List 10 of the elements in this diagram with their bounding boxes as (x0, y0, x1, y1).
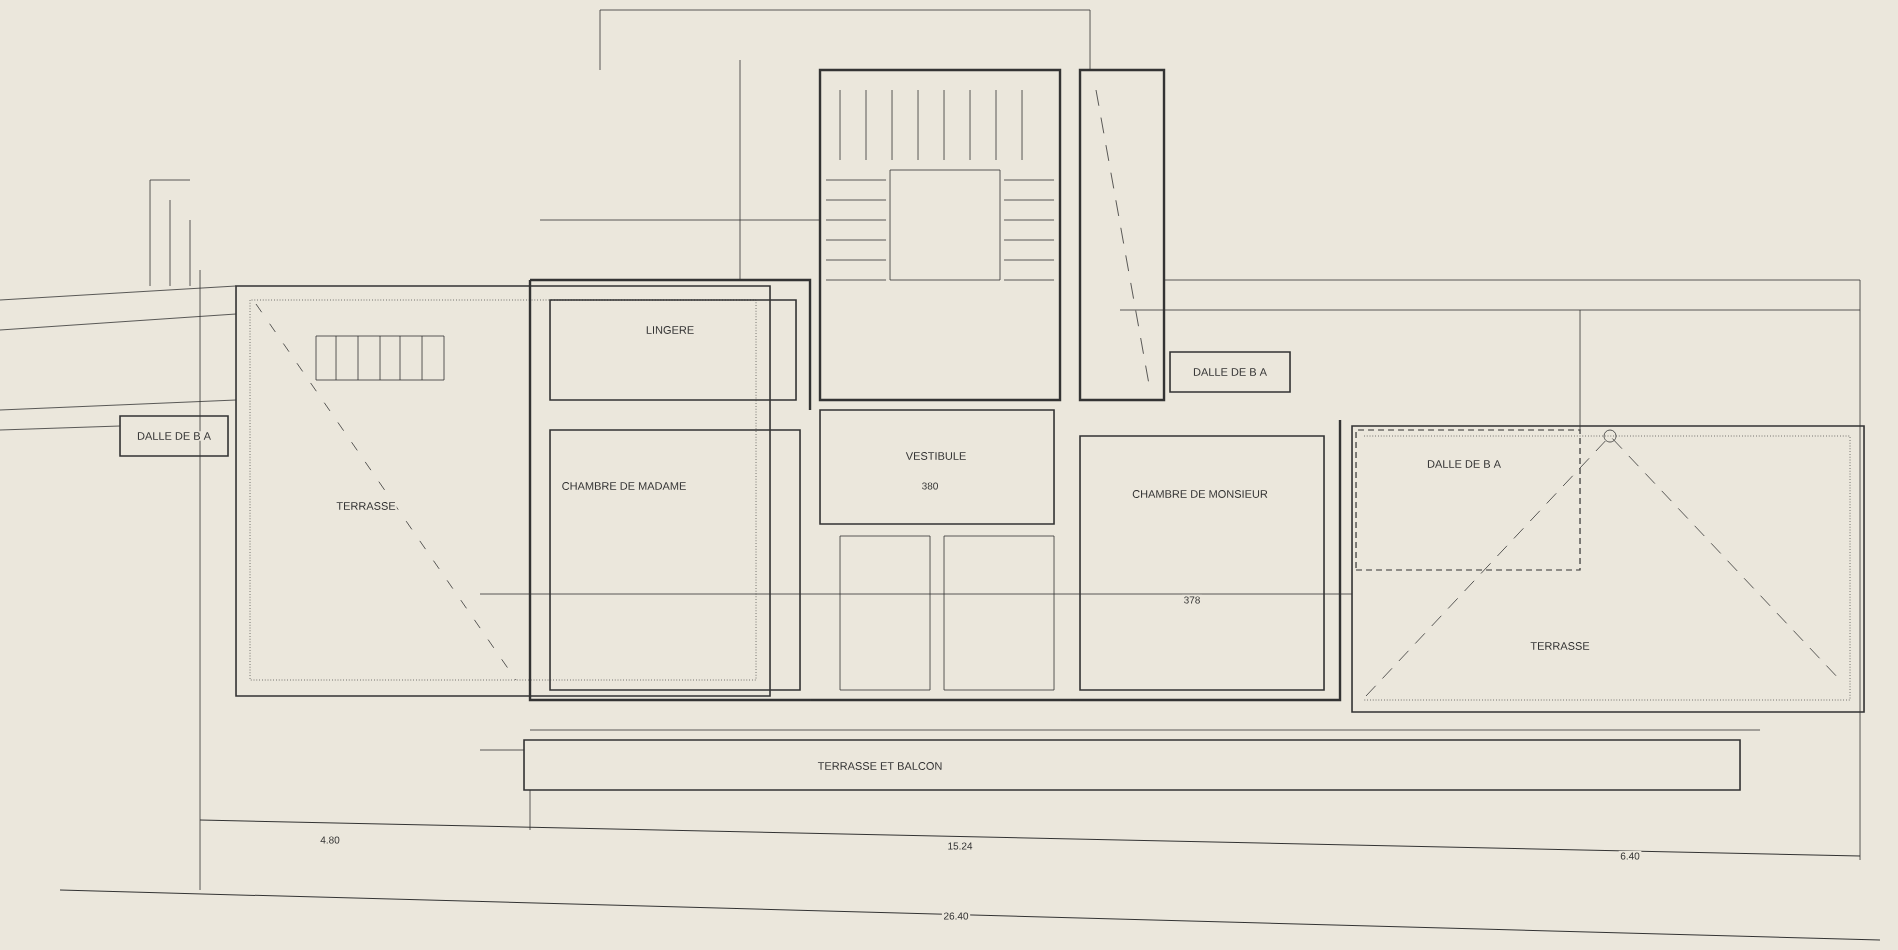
terrace-outline (523, 739, 1741, 791)
terrace-outline (1351, 425, 1865, 713)
room-outline (819, 409, 1055, 525)
room-outline (549, 429, 801, 691)
slab-outline (119, 415, 229, 457)
slab-outline (1355, 429, 1581, 571)
room-outline (549, 299, 797, 401)
terrace-outline (235, 285, 771, 697)
slab-outline (1169, 351, 1291, 393)
room-outline (1079, 435, 1325, 691)
